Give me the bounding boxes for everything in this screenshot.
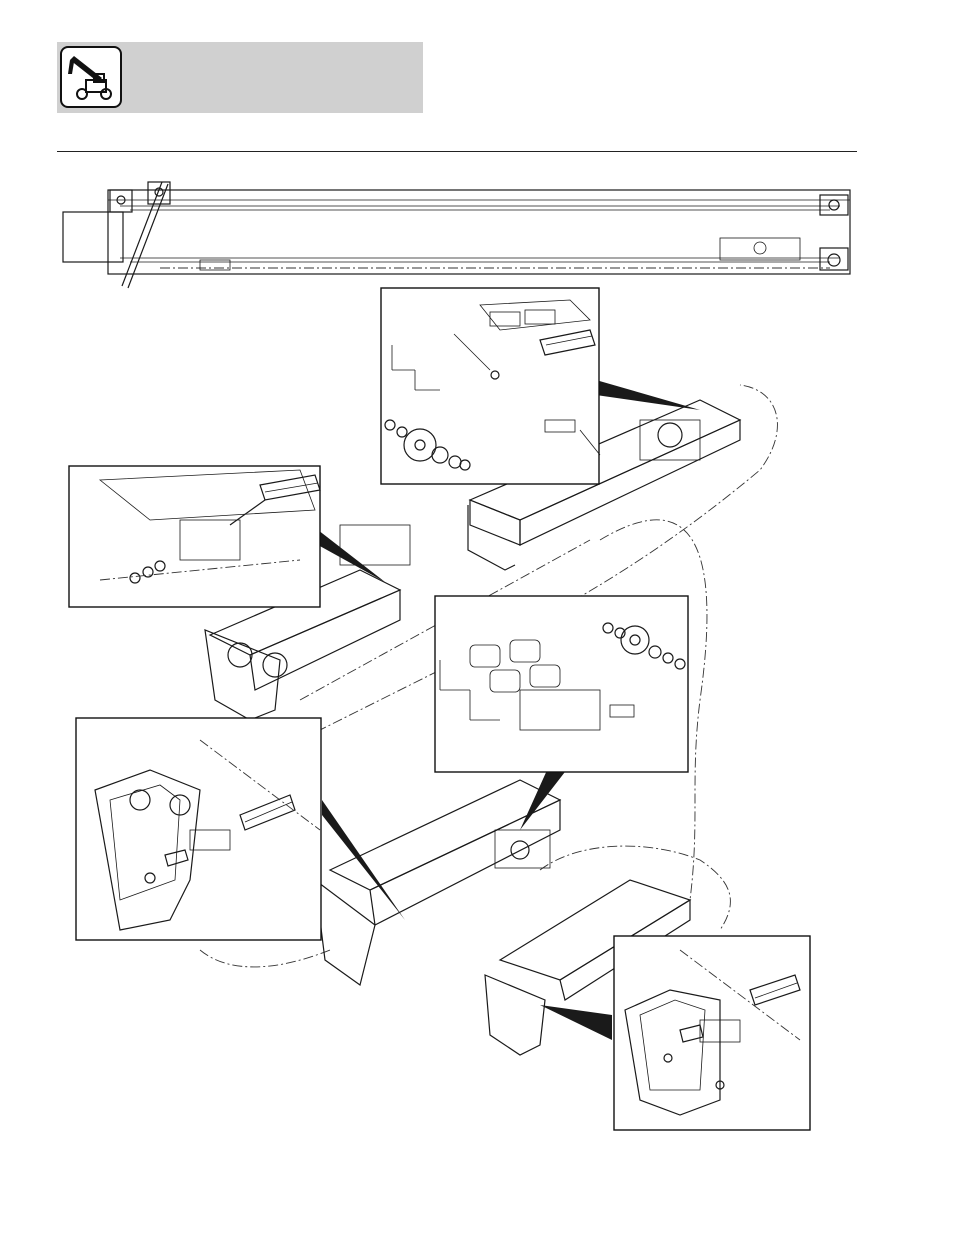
detail-lower-left-chain-anchor: [76, 718, 321, 940]
detail-lower-right-chain-anchor: [614, 936, 810, 1130]
detail-top-sheave: [381, 288, 600, 484]
callout-wedge-middle: [520, 768, 568, 830]
callout-wedge-top: [596, 380, 700, 410]
callout-wedge-lower-left: [322, 800, 405, 920]
detail-middle-sheave: [435, 596, 688, 772]
boom-assembly-side-view: [63, 182, 850, 288]
boom-section-middle: [315, 780, 560, 985]
callout-wedge-lower-right: [540, 1005, 612, 1040]
detail-left-chain-anchor: [69, 466, 320, 607]
